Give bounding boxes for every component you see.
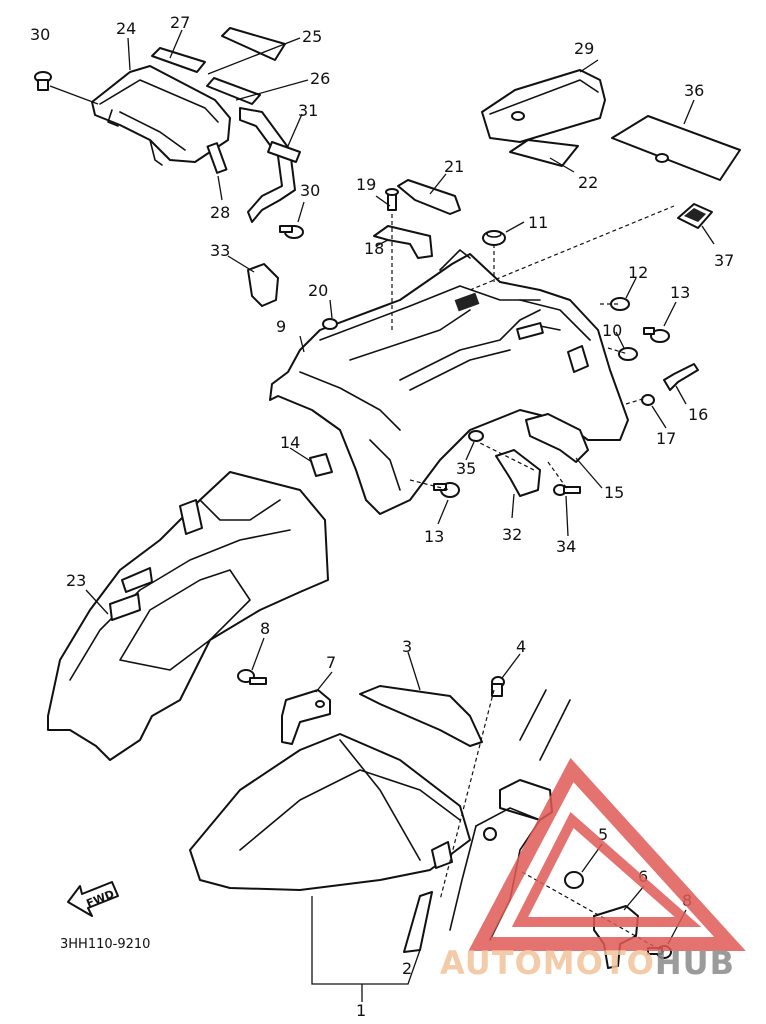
part-18-stay <box>373 225 433 259</box>
callout-31: 31 <box>298 101 318 120</box>
callout-15: 15 <box>604 483 624 502</box>
part-20-nut <box>322 318 338 330</box>
part-22-gasket <box>509 139 579 167</box>
callout-11: 11 <box>528 213 548 232</box>
callout-8-left: 8 <box>260 619 270 638</box>
part-31-bracket <box>239 107 301 223</box>
callout-27: 27 <box>170 13 190 32</box>
callout-33: 33 <box>210 241 230 260</box>
part-11-grommet <box>482 230 506 246</box>
part-3-stay <box>359 685 483 747</box>
callout-9: 9 <box>276 317 286 336</box>
part-8-bolt-left <box>237 669 267 685</box>
callout-14: 14 <box>280 433 300 452</box>
watermark-inner-triangle-icon <box>511 811 702 927</box>
watermark-hub: HUB <box>655 944 735 982</box>
watermark-triangle-icon <box>468 757 746 951</box>
part-16-bolt <box>663 363 699 391</box>
callout-25: 25 <box>302 27 322 46</box>
part-15-bracket <box>525 413 589 463</box>
callout-13-lower: 13 <box>424 527 444 546</box>
callout-1: 1 <box>356 1001 366 1020</box>
callout-34: 34 <box>556 537 576 556</box>
callout-22: 22 <box>578 173 598 192</box>
callout-3: 3 <box>402 637 412 656</box>
callout-28: 28 <box>210 203 230 222</box>
callout-29: 29 <box>574 39 594 58</box>
callout-23: 23 <box>66 571 86 590</box>
part-2-reflector <box>403 891 433 953</box>
part-19-screw <box>385 188 399 211</box>
watermark-auto: AUTO <box>440 944 543 982</box>
callout-13-right: 13 <box>670 283 690 302</box>
part-35-nut <box>468 430 484 442</box>
svg-text:AUTOMOTOHUB: AUTOMOTOHUB <box>440 944 735 982</box>
callout-20: 20 <box>308 281 328 300</box>
part-37-reflector <box>677 203 713 229</box>
part-34-bolt <box>553 484 581 496</box>
fwd-arrow: FWD <box>67 881 119 917</box>
callout-24: 24 <box>116 19 136 38</box>
part-27-strap <box>151 47 206 73</box>
fork-tube <box>449 689 571 941</box>
callout-2: 2 <box>402 959 412 978</box>
callout-17: 17 <box>656 429 676 448</box>
callouts: 1 2 3 4 5 6 7 8 8 9 10 11 12 13 13 14 15… <box>30 13 734 1020</box>
callout-36: 36 <box>684 81 704 100</box>
part-21-bracket <box>397 179 461 215</box>
part-30-bolt-middle <box>279 225 304 239</box>
part-14-clip <box>309 453 333 477</box>
callout-21: 21 <box>444 157 464 176</box>
watermark-logo: AUTOMOTOHUB <box>440 757 746 982</box>
callout-19: 19 <box>356 175 376 194</box>
part-9-rear-fender <box>269 249 629 515</box>
part-10-nut <box>618 347 638 361</box>
part-1-front-fender <box>189 733 471 891</box>
callout-26: 26 <box>310 69 330 88</box>
part-5-grommet <box>564 871 584 889</box>
callout-4: 4 <box>516 637 526 656</box>
watermark-moto: MOTO <box>543 944 655 982</box>
callout-5: 5 <box>598 825 608 844</box>
part-29-tail-lamp <box>481 69 606 143</box>
part-12-nut <box>610 297 630 311</box>
part-32-stay <box>495 449 541 497</box>
part-28-pin <box>206 142 228 174</box>
part-23-flap <box>47 471 329 761</box>
callout-30-top: 30 <box>30 25 50 44</box>
callout-35: 35 <box>456 459 476 478</box>
part-7-bracket <box>281 689 331 745</box>
part-4-bolt <box>491 676 505 697</box>
part-13-bolt-right <box>643 327 670 343</box>
part-30-bolt-top <box>34 71 99 105</box>
part-33-bracket <box>247 263 279 307</box>
callout-7: 7 <box>326 653 336 672</box>
part-13-bolt-lower <box>433 482 460 498</box>
callout-12: 12 <box>628 263 648 282</box>
callout-37: 37 <box>714 251 734 270</box>
part-25-label <box>221 27 286 61</box>
part-36-plate <box>611 115 741 181</box>
callout-18: 18 <box>364 239 384 258</box>
part-17-washer <box>641 394 655 406</box>
diagram-code: 3HH110-9210 <box>60 937 150 952</box>
callout-10: 10 <box>602 321 622 340</box>
callout-30-middle: 30 <box>300 181 320 200</box>
callout-32: 32 <box>502 525 522 544</box>
callout-16: 16 <box>688 405 708 424</box>
